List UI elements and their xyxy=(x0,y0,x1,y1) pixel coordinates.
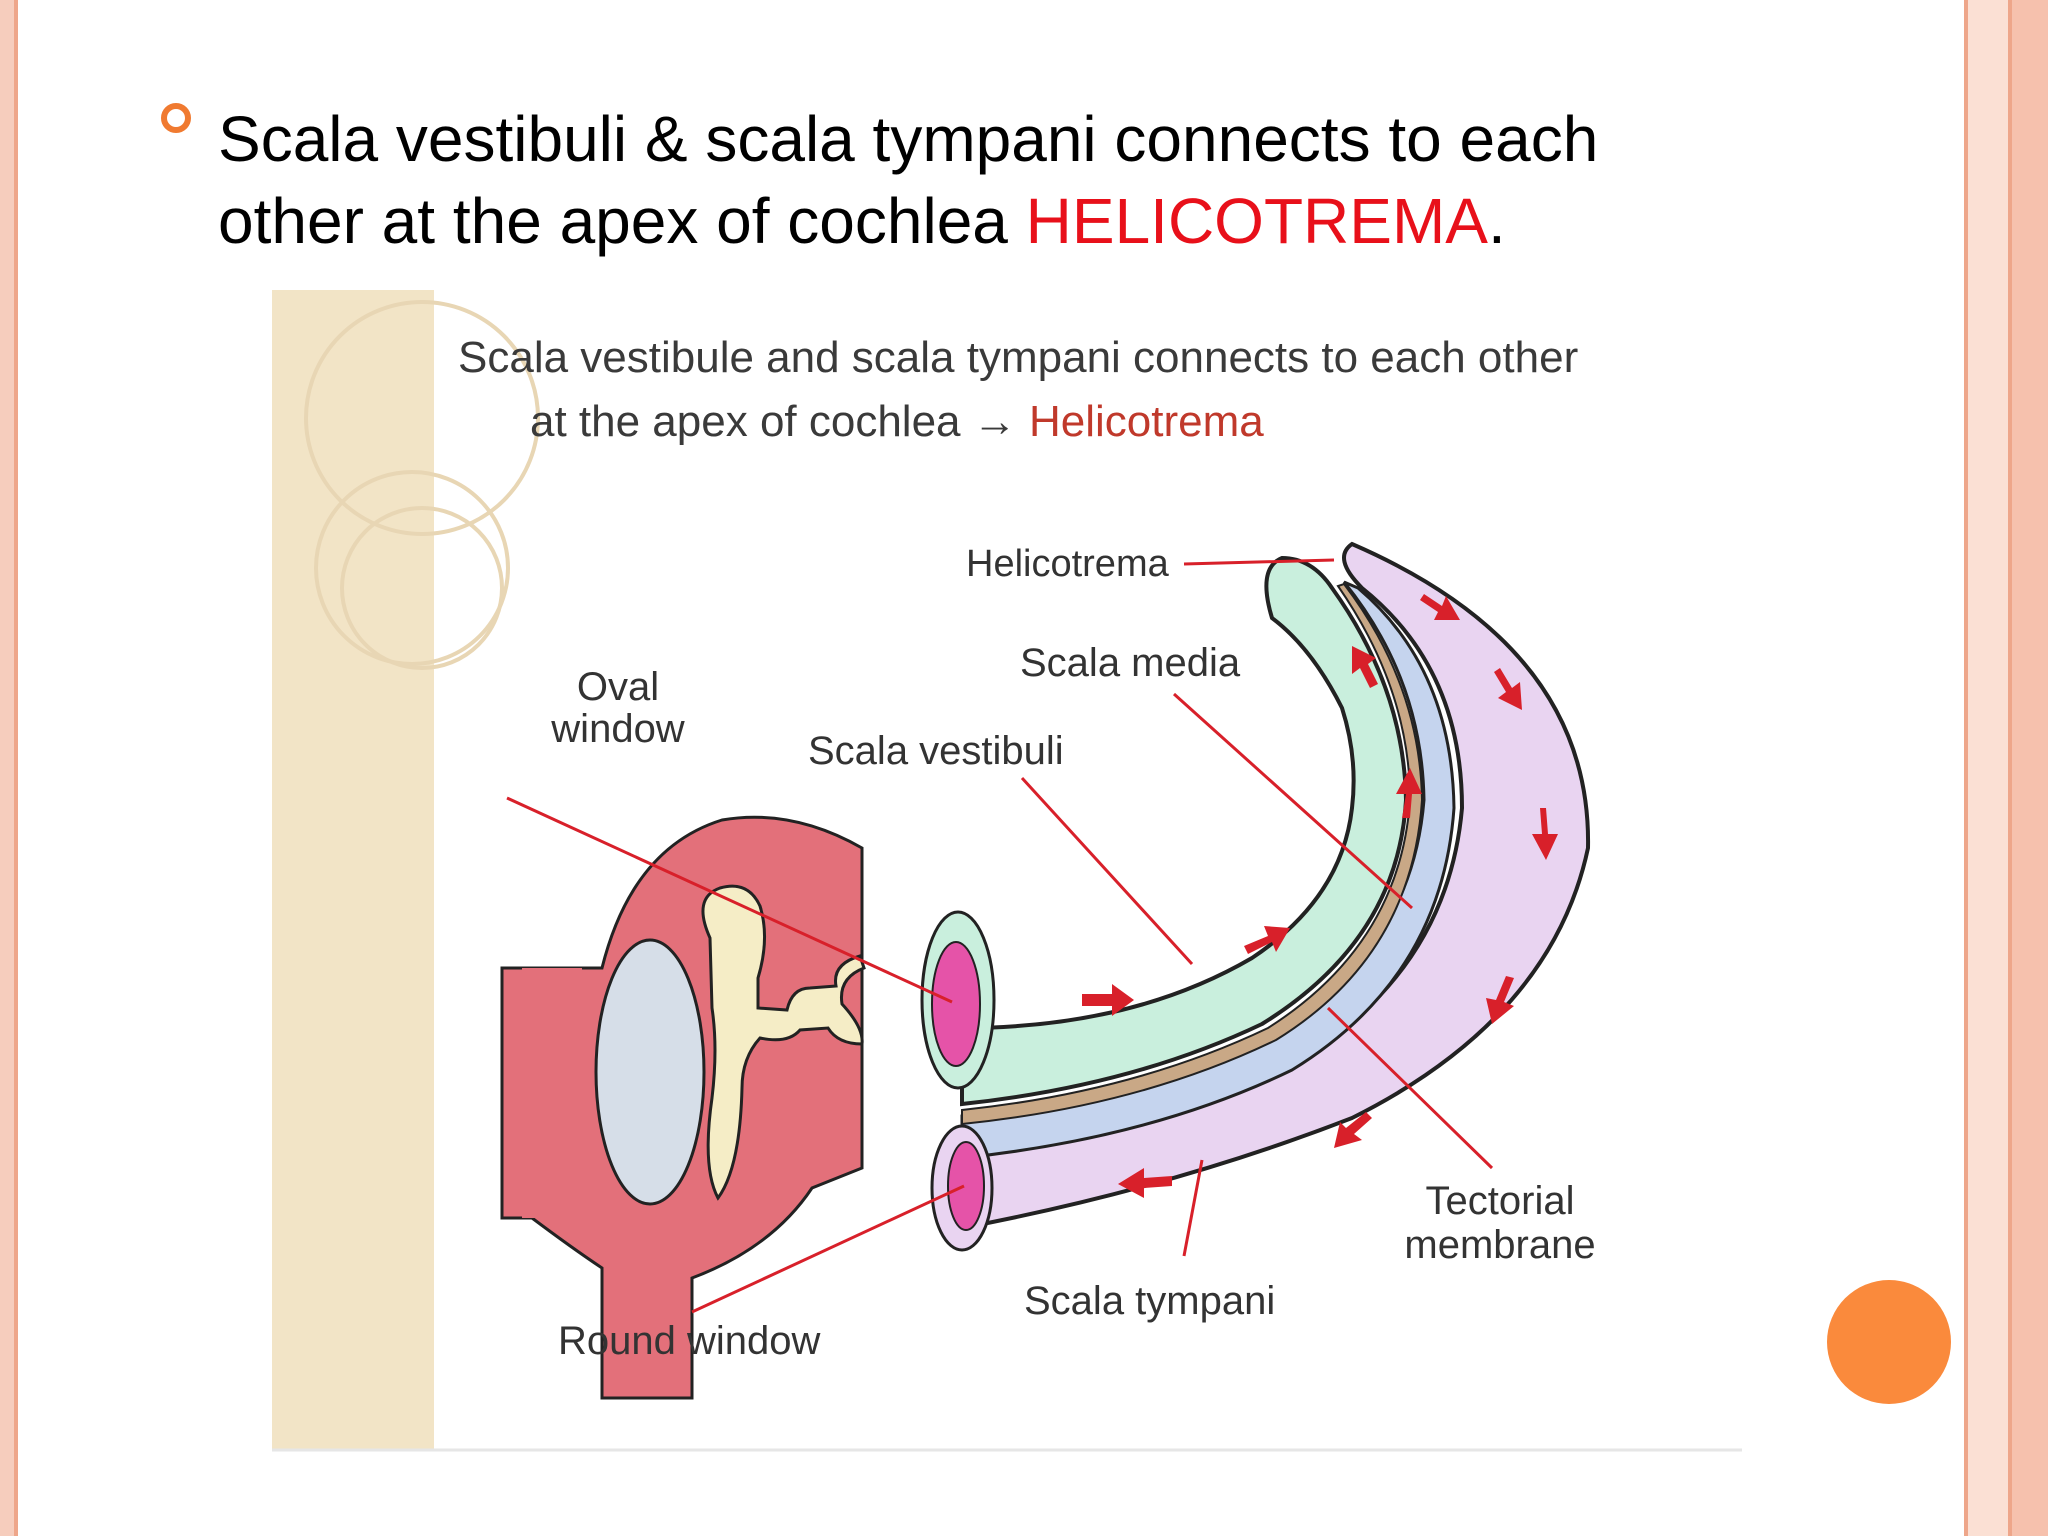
bullet-line-1: Scala vestibuli & scala tympani connects… xyxy=(218,103,1599,175)
bullet-line-2-text: other at the apex of cochlea xyxy=(218,185,1026,257)
slide-border-right xyxy=(1968,0,2008,1536)
caption-arrow-icon: → xyxy=(973,397,1017,446)
slide-border-right xyxy=(1964,0,1968,1536)
figure-caption-highlight: Helicotrema xyxy=(1029,397,1264,446)
label-tectorial-line-1: Tectorial xyxy=(1426,1179,1575,1223)
cochlea-tube xyxy=(920,541,1591,1252)
figure-caption-line-2-text: at the apex of cochlea xyxy=(530,397,961,446)
figure-caption-line-1: Scala vestibule and scala tympani connec… xyxy=(458,333,1578,382)
slide-border-right xyxy=(2008,0,2012,1536)
label-scala-tympani: Scala tympani xyxy=(1024,1279,1275,1323)
slide-bullet-text: Scala vestibuli & scala tympani connects… xyxy=(218,98,1718,262)
slide-border-right xyxy=(2012,0,2048,1536)
label-tectorial-line-2: membrane xyxy=(1404,1223,1595,1267)
figure-caption-line-2: at the apex of cochlea → Helicotrema xyxy=(530,397,1264,446)
bullet-circle-icon xyxy=(160,102,192,134)
cochlea-diagram: Scala vestibule and scala tympani connec… xyxy=(272,288,1742,1452)
middle-ear-shape xyxy=(500,815,866,1400)
fluid-flow-arrows xyxy=(1082,594,1558,1198)
helicotrema-highlight: HELICOTREMA xyxy=(1025,185,1488,257)
label-scala-vestibuli: Scala vestibuli xyxy=(808,729,1064,773)
label-pointer-lines xyxy=(506,558,1494,1314)
label-oval-window-line-1: Oval xyxy=(577,665,659,709)
bullet-line-2: other at the apex of cochlea HELICOTREMA… xyxy=(218,180,1718,262)
label-oval-window-line-2: window xyxy=(550,707,685,751)
decorative-circles xyxy=(304,300,540,670)
slide-border-left-line xyxy=(14,0,18,1536)
bullet-period: . xyxy=(1487,185,1506,257)
figure-side-panel xyxy=(272,290,434,1450)
slide-border-left xyxy=(0,0,18,1536)
label-scala-media: Scala media xyxy=(1020,641,1241,685)
label-round-window: Round window xyxy=(558,1319,820,1363)
accent-dot xyxy=(1827,1280,1951,1404)
label-helicotrema: Helicotrema xyxy=(966,543,1170,585)
